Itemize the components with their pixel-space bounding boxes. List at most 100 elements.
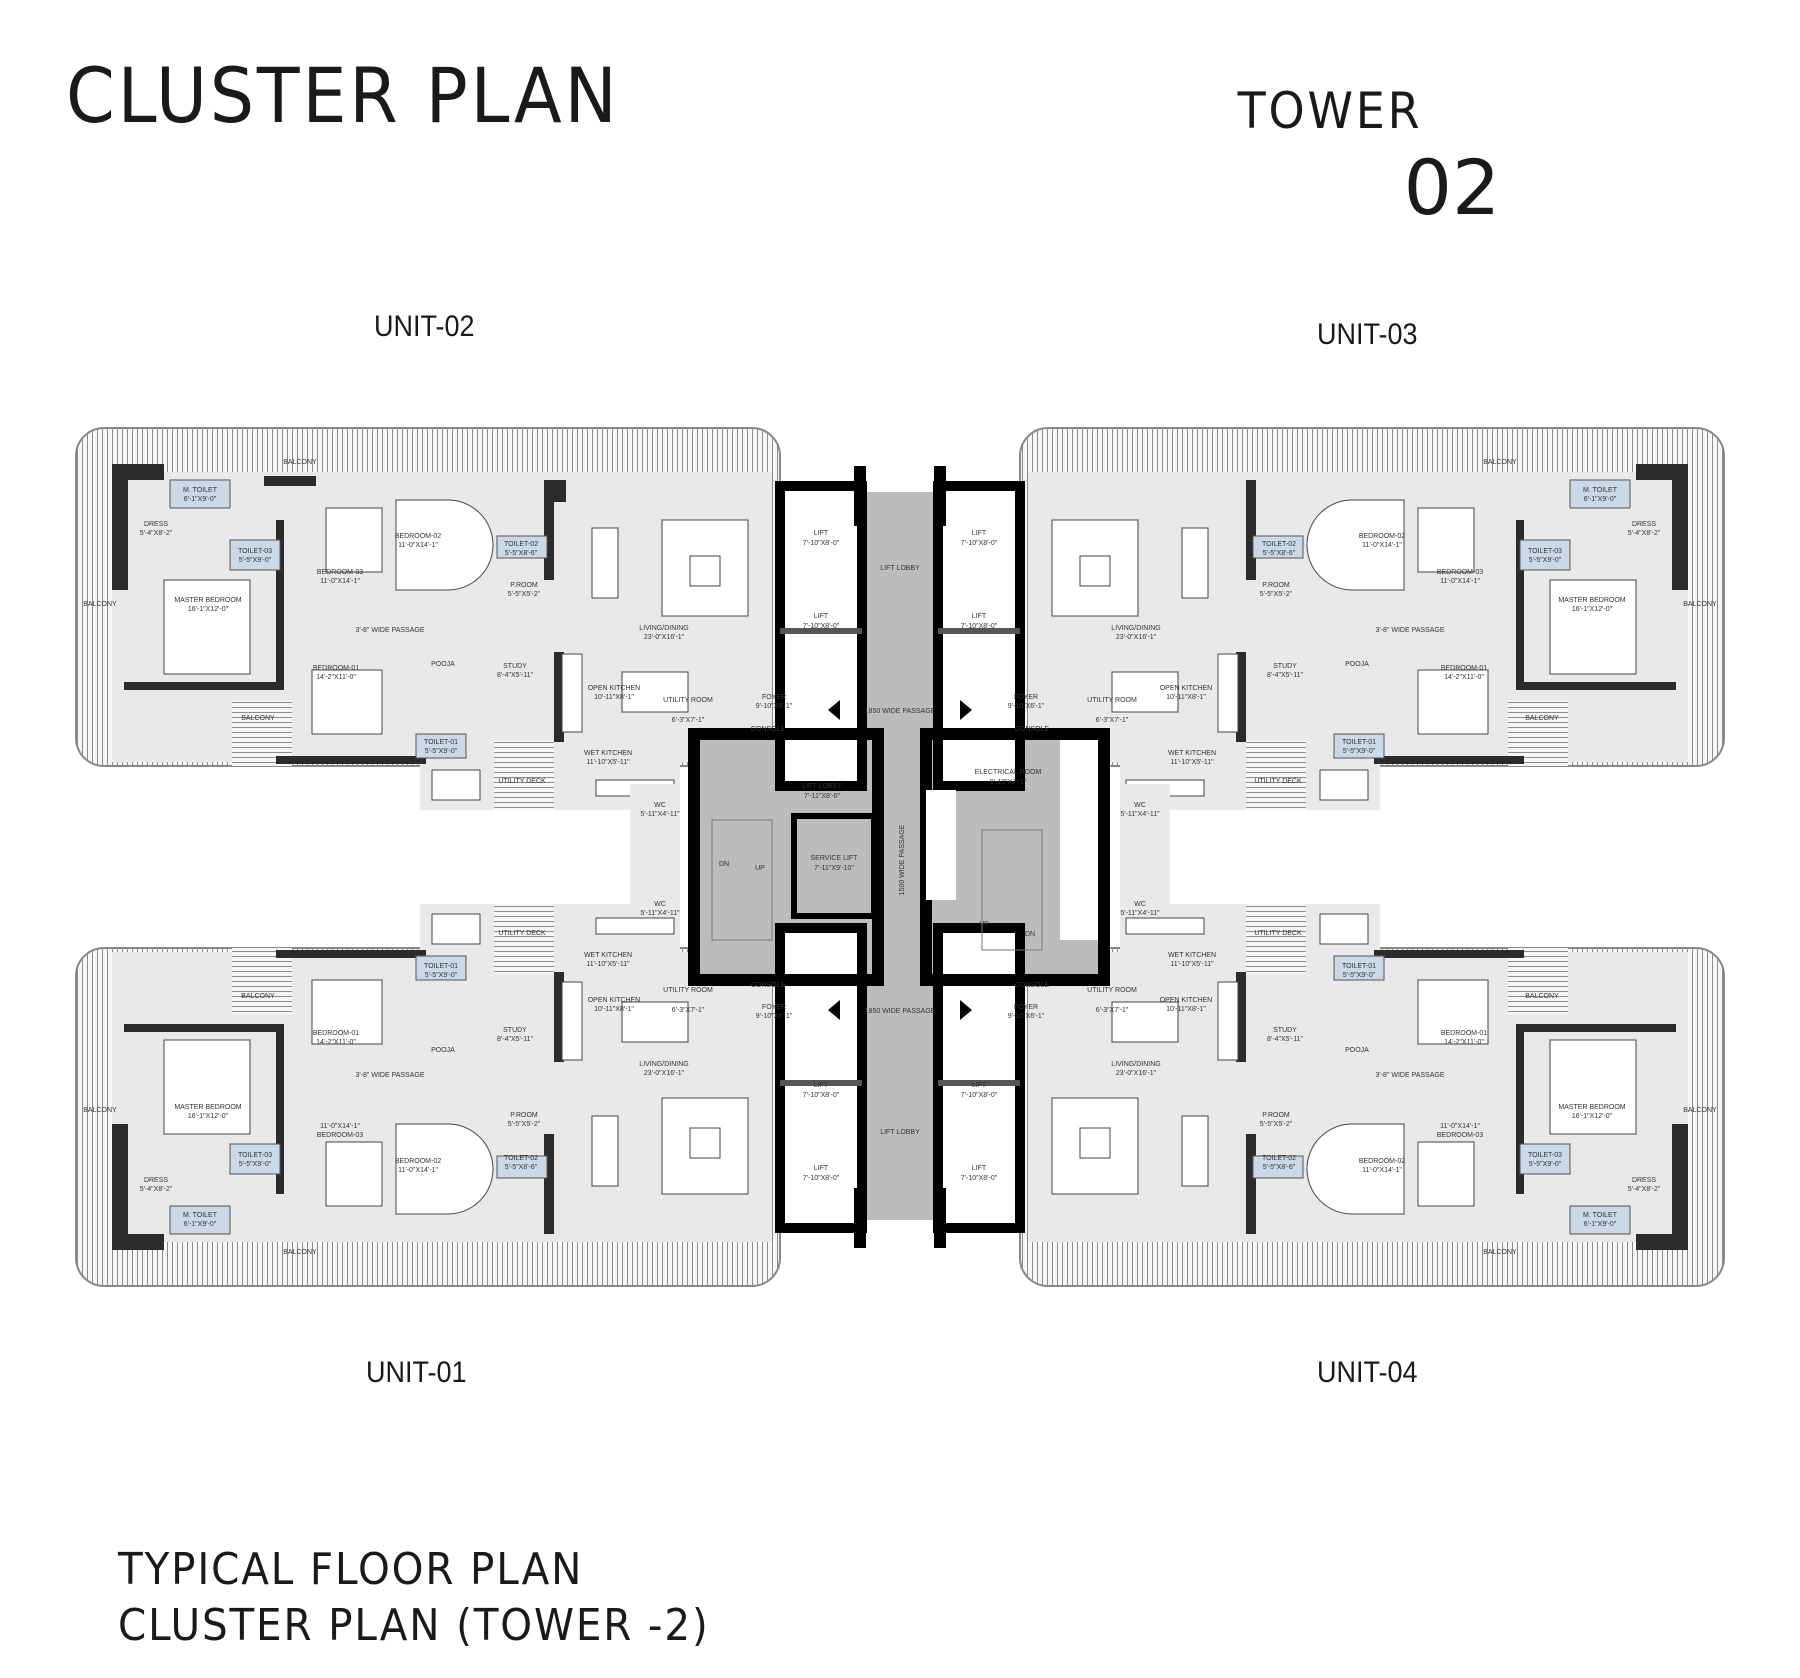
wc-label: WC: [1134, 901, 1146, 908]
wall: [124, 682, 284, 690]
toilet-02-label: TOILET-02: [1262, 541, 1296, 548]
toilet-01-label: TOILET-01: [1342, 739, 1376, 746]
lift-dim: 7'-10"X8'-0": [803, 623, 840, 630]
unit-04-plan: [1019, 784, 1725, 1287]
bed: [1417, 507, 1475, 573]
bed: [1417, 1141, 1475, 1207]
master-bedroom-dim: 16'-1"X12'-0": [1572, 606, 1613, 613]
unit-label-03: UNIT-03: [1317, 318, 1418, 351]
open-kitchen-label: OPEN KITCHEN: [588, 685, 641, 692]
foyer-label: FOYER: [1014, 694, 1038, 701]
master-bedroom-dim: 16'-1"X12'-0": [1572, 1113, 1613, 1120]
living-dining-dim: 23'-0"X16'-1": [1116, 634, 1157, 641]
utility-room-label: UTILITY ROOM: [1087, 987, 1137, 994]
stair-landing: [981, 829, 1043, 951]
pooja-label: POOJA: [1345, 661, 1369, 668]
toilet-02-label: TOILET-02: [504, 541, 538, 548]
dining-table: [591, 1115, 619, 1187]
wet-kitchen-label: WET KITCHEN: [584, 952, 632, 959]
toilet-03: [229, 539, 281, 571]
arrow-left-icon: [828, 1000, 840, 1020]
rug: [689, 555, 721, 587]
bedroom-01-dim: 14'-2"X11'-0": [316, 674, 356, 681]
stair-dn-label: DN: [1025, 931, 1035, 938]
ac-unit: [431, 769, 481, 801]
utility-deck-label: UTILITY DECK: [498, 930, 546, 937]
living-dining-label: LIVING/DINING: [1111, 625, 1160, 632]
pooja-label: POOJA: [1345, 1047, 1369, 1054]
m-toilet-dim: 6'-1"X9'-0": [1584, 496, 1617, 503]
wc-dim: 5'-11"X4'-11": [640, 811, 680, 818]
p-room-dim: 5'-5"X5'-2": [508, 591, 541, 598]
stair-up-label: UP: [755, 865, 765, 872]
p-room-label: P.ROOM: [1262, 582, 1290, 589]
p-room-label: P.ROOM: [1262, 1112, 1290, 1119]
console-label: CONSOLE: [1015, 726, 1050, 733]
master-bedroom-label: MASTER BEDROOM: [1558, 597, 1625, 604]
passage-label: 3'-8" WIDE PASSAGE: [355, 627, 424, 634]
bedroom-03-label: BEDROOM-03: [317, 569, 363, 576]
wet-kitchen-label: WET KITCHEN: [1168, 750, 1216, 757]
counter: [1111, 671, 1179, 713]
wet-kitchen-dim: 11'-10"X5'-11": [586, 759, 630, 766]
rug: [1079, 555, 1111, 587]
toilet-01-label: TOILET-01: [424, 739, 458, 746]
toilet-01: [1333, 955, 1385, 981]
study-dim: 8'-4"X5'-11": [1267, 1036, 1303, 1043]
unit-01-labels: BALCONY BALCONY BALCONY M. TOILET 6'-1"X…: [83, 901, 792, 1256]
m-toilet-dim: 6'-1"X9'-0": [184, 496, 217, 503]
p-room-dim: 5'-5"X5'-2": [508, 1121, 541, 1128]
wall: [1636, 1234, 1688, 1250]
shaft: [926, 790, 956, 900]
p-room-label: P.ROOM: [510, 582, 538, 589]
balcony: [1508, 948, 1568, 1014]
utility-room-label: UTILITY ROOM: [663, 987, 713, 994]
wall: [554, 480, 566, 502]
bedroom-01-dim: 14'-2"X11'-0": [1444, 1039, 1484, 1046]
wall: [544, 480, 554, 580]
balcony-label: BALCONY: [1483, 459, 1517, 466]
wall: [544, 1134, 554, 1234]
passage-1850-label: 1850 WIDE PASSAGE: [865, 1008, 936, 1015]
toilet-03-label: TOILET-03: [1528, 1152, 1562, 1159]
lift-dim: 7'-10"X8'-0": [961, 540, 998, 547]
wall: [854, 1188, 866, 1248]
toilet-02: [496, 535, 548, 559]
wall: [780, 628, 862, 634]
master-bed: [1549, 1039, 1637, 1135]
balcony-label: BALCONY: [241, 993, 275, 1000]
console-label: CONSOLE: [751, 982, 786, 989]
bed: [1306, 499, 1405, 591]
utility-room-dim: 6'-3"X7'-1": [672, 1007, 705, 1014]
bedroom-03-dim: 11'-0"X14'-1": [1440, 1123, 1480, 1130]
wall: [938, 1080, 1020, 1086]
wall: [1246, 1134, 1256, 1234]
ac-unit: [1319, 913, 1369, 945]
open-kitchen-dim: 10'-11"X8'-1": [594, 694, 634, 701]
wc-dim: 5'-11"X4'-11": [1120, 811, 1160, 818]
toilet-01-label: TOILET-01: [424, 963, 458, 970]
counter: [561, 653, 583, 733]
master-bedroom-label: MASTER BEDROOM: [174, 1104, 241, 1111]
wall: [1672, 464, 1688, 590]
utility-room-label: UTILITY ROOM: [1087, 697, 1137, 704]
central-core: [688, 466, 1110, 1248]
utility-room-dim: 6'-3"X7'-1": [1096, 1007, 1129, 1014]
living-dining-label: LIVING/DINING: [639, 1061, 688, 1068]
lift-dim: 7'-10"X8'-0": [803, 1092, 840, 1099]
lift-lobby-label: LIFT LOBBY: [880, 1129, 920, 1136]
wall: [276, 756, 426, 764]
toilet-02-dim: 5'-5"X8'-6": [505, 1164, 538, 1171]
study-label: STUDY: [503, 1027, 527, 1034]
rug: [689, 1127, 721, 1159]
utility-deck-label: UTILITY DECK: [1254, 778, 1302, 785]
toilet-03-dim: 5'-5"X9'-0": [239, 1161, 272, 1168]
lift-dim: 7'-10"X8'-0": [961, 1175, 998, 1182]
wall: [124, 1024, 284, 1032]
wall: [112, 1234, 164, 1250]
balcony-label: BALCONY: [1683, 1107, 1717, 1114]
toilet-03-dim: 5'-5"X9'-0": [239, 557, 272, 564]
wall: [112, 464, 128, 590]
balcony-label: BALCONY: [283, 1249, 317, 1256]
